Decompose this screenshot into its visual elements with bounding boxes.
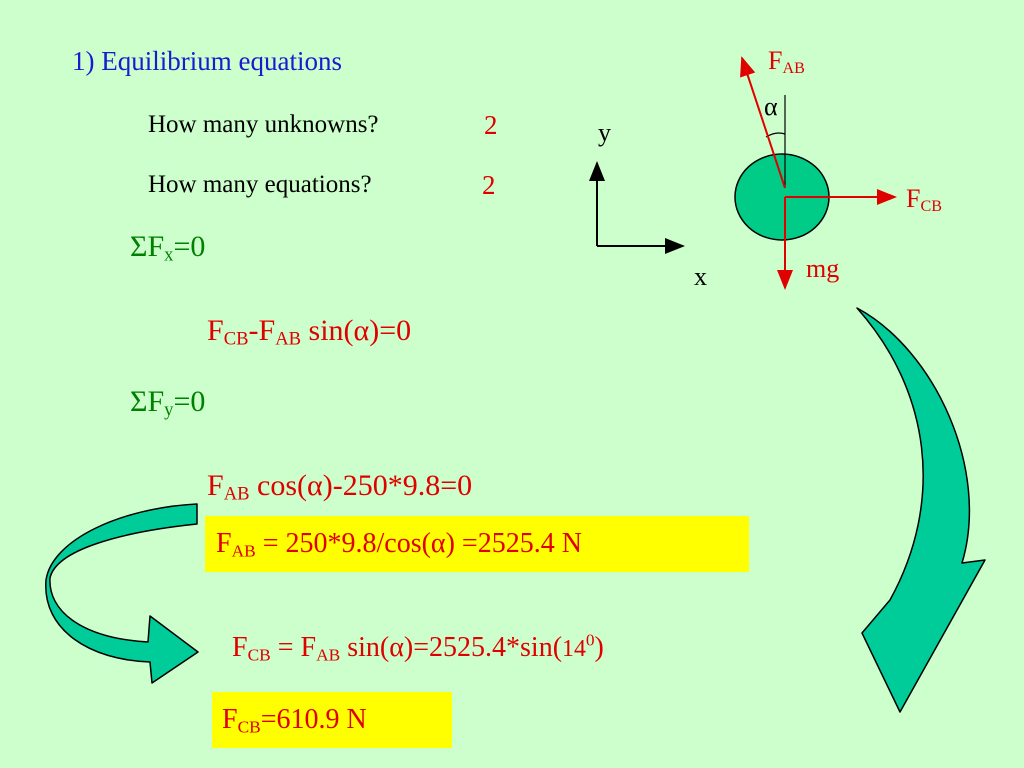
force-symbol: F — [207, 469, 224, 502]
subscript: CB — [247, 645, 271, 665]
equals-zero: =0 — [173, 230, 206, 263]
subscript: AB — [223, 483, 250, 505]
curved-arrow-right — [856, 307, 986, 713]
equation-rest: = 250*9.8/cos(α) =2525.4 N — [255, 528, 582, 559]
equations-answer: 2 — [482, 170, 496, 200]
alpha-label: α — [764, 92, 778, 121]
subscript: y — [164, 399, 174, 421]
y-axis-label: y — [598, 118, 611, 147]
degree-superscript: 0 — [585, 630, 595, 650]
sum-fy-equation: ΣFy=0 — [130, 385, 206, 420]
force-symbol: F — [216, 528, 232, 559]
unknowns-question: How many unknowns? — [148, 111, 379, 138]
subscript: x — [164, 244, 174, 266]
angle-value: 14 — [562, 636, 586, 662]
x-equilibrium-equation: FCB-FAB sin(α)=0 — [207, 314, 412, 349]
force-symbol: F — [768, 46, 783, 75]
equation-rest: =610.9 N — [260, 704, 367, 735]
curved-arrow-left — [45, 503, 199, 684]
subscript: AB — [782, 60, 805, 78]
equals-zero: =0 — [173, 385, 206, 418]
sum-fx-equation: ΣFx=0 — [130, 230, 206, 265]
sigma-symbol: Σ — [130, 230, 148, 263]
force-symbol: F — [147, 230, 165, 263]
fcb-result-box — [212, 692, 452, 748]
subscript: CB — [237, 717, 261, 737]
fab-result-box — [205, 516, 749, 572]
sigma-symbol: Σ — [130, 385, 148, 418]
equation-rest: cos(α)-250*9.8=0 — [249, 469, 473, 502]
subscript: CB — [223, 328, 249, 350]
equation-rest: sin(α)=0 — [301, 314, 412, 347]
y-equilibrium-equation: FAB cos(α)-250*9.8=0 — [207, 469, 473, 504]
force-fab-arrow — [740, 56, 786, 189]
heading: 1) Equilibrium equations — [72, 46, 342, 76]
force-symbol: F — [147, 385, 165, 418]
minus-force: -F — [248, 314, 276, 347]
equations-question: How many equations? — [148, 171, 372, 198]
fcb-label: FCB — [906, 184, 942, 216]
mg-label: mg — [806, 254, 840, 283]
subscript: CB — [920, 198, 942, 216]
subscript: AB — [275, 328, 302, 350]
unknowns-answer: 2 — [484, 110, 498, 140]
fab-label: FAB — [768, 46, 805, 78]
equals-force: = F — [270, 632, 317, 663]
force-symbol: F — [207, 314, 224, 347]
force-symbol: F — [232, 632, 248, 663]
x-axis-label: x — [694, 262, 707, 291]
fcb-result: FCB=610.9 N — [222, 704, 367, 737]
close-paren: ) — [594, 632, 604, 663]
subscript: AB — [231, 541, 256, 561]
fcb-equation: FCB = FAB sin(α)=2525.4*sin(140) — [232, 630, 604, 665]
fab-result: FAB = 250*9.8/cos(α) =2525.4 N — [216, 528, 582, 561]
force-symbol: F — [222, 704, 238, 735]
equation-rest: sin(α)=2525.4*sin( — [340, 632, 563, 663]
subscript: AB — [316, 645, 341, 665]
force-symbol: F — [906, 184, 921, 213]
